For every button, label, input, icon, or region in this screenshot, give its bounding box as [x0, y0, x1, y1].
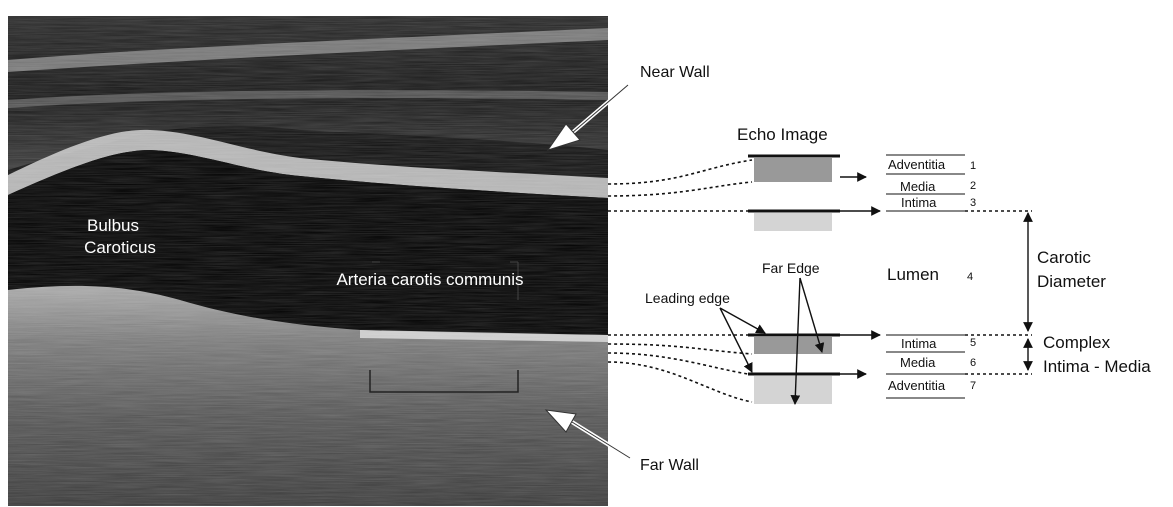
near-echo-block	[748, 156, 840, 231]
layer-num-7: 7	[970, 380, 976, 392]
arteria-label: Arteria carotis communis	[336, 270, 523, 289]
layer-intima-near: Intima	[901, 195, 937, 210]
far-connector-2	[608, 344, 752, 354]
near-connector-2	[608, 182, 752, 196]
layer-media-near: Media	[900, 179, 936, 194]
bulbus-label-line2: Caroticus	[84, 238, 156, 257]
far-connector-4	[608, 362, 752, 402]
ultrasound-image	[8, 16, 608, 506]
complex-label-line2: Intima - Media	[1043, 357, 1151, 376]
layer-media-far: Media	[900, 355, 936, 370]
far-connector-3	[608, 353, 748, 374]
layer-num-6: 6	[970, 357, 976, 369]
layer-num-2: 2	[970, 180, 976, 192]
layer-adventitia-near: Adventitia	[888, 157, 946, 172]
carotid-label-line1: Carotic	[1037, 248, 1091, 267]
far-wall-label: Far Wall	[640, 457, 699, 474]
layer-num-1: 1	[970, 160, 976, 172]
far-layers: Intima 5 Media 6 Adventitia 7	[886, 335, 976, 398]
near-connector-1	[608, 160, 752, 184]
echo-image-label: Echo Image	[737, 125, 828, 144]
lumen-num: 4	[967, 271, 973, 283]
layer-intima-far: Intima	[901, 336, 937, 351]
bulbus-label-line1: Bulbus	[87, 216, 139, 235]
carotid-label-line2: Diameter	[1037, 272, 1106, 291]
layer-adventitia-far: Adventitia	[888, 378, 946, 393]
far-edge-label: Far Edge	[762, 260, 820, 276]
near-layers: Adventitia 1 Media 2 Intima 3	[886, 155, 976, 211]
near-wall-label: Near Wall	[640, 64, 710, 81]
far-echo-block	[748, 335, 840, 404]
layer-num-3: 3	[970, 197, 976, 209]
layer-num-5: 5	[970, 337, 976, 349]
leading-edge-label: Leading edge	[645, 290, 730, 306]
lumen-label: Lumen	[887, 265, 939, 284]
complex-label-line1: Complex	[1043, 333, 1111, 352]
